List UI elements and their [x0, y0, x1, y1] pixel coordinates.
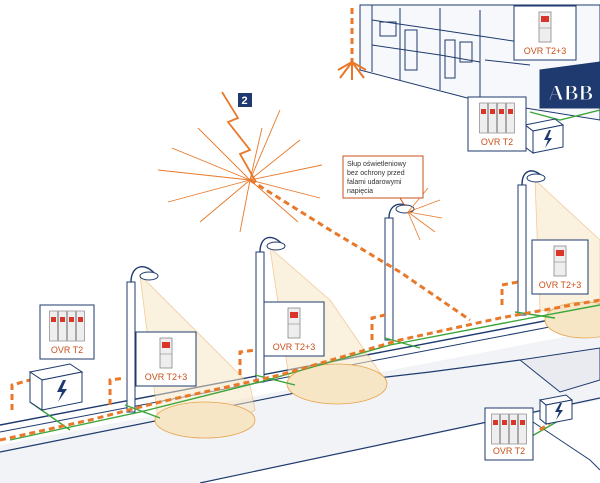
earthing-lines: [9, 109, 600, 441]
surge-arrester-module-icon: [287, 307, 301, 339]
lamp-post-4: [517, 170, 546, 316]
device-card: OVR T2: [39, 304, 95, 360]
junction-box-building: [523, 118, 565, 154]
device-label: OVR T2+3: [524, 46, 567, 56]
bolt-icon: [555, 403, 563, 420]
marker-badge: [238, 93, 252, 107]
building-logo: ABB: [548, 80, 594, 105]
device-card: OVR T2+3: [263, 301, 325, 357]
lamp-post-3-unprotected: [384, 203, 415, 341]
device-label: OVR T2: [51, 345, 83, 355]
surge-arrester-module-icon: [538, 11, 552, 43]
multi-pole-arrester-icon: [491, 413, 527, 445]
bolt-icon: [544, 130, 552, 148]
device-card: OVR T2: [484, 407, 534, 461]
junction-box-bottom: [538, 394, 574, 426]
device-label: OVR T2: [481, 137, 513, 147]
light-cones: [139, 179, 600, 439]
device-card: OVR T2+3: [513, 5, 577, 61]
road: [0, 330, 600, 483]
callout-line-3: falami udarowymi: [347, 179, 402, 186]
callout-line-4: napięcia: [347, 188, 373, 195]
device-card: OVR T2+3: [531, 239, 589, 295]
device-card: OVR T2+3: [135, 331, 197, 387]
callout: Słup oświetleniowy bez ochrony przed fal…: [342, 155, 424, 207]
device-label: OVR T2+3: [539, 280, 582, 290]
entry-ramp: [518, 347, 600, 393]
lightning-strike: [157, 91, 323, 233]
device-label: OVR T2+3: [145, 372, 188, 382]
lamp-burst: [407, 187, 443, 241]
multi-pole-arrester-icon: [479, 102, 515, 134]
lightning-bolt-icon: [221, 91, 257, 183]
marker-label: 2: [242, 95, 248, 107]
callout-line-2: bez ochrony przed: [347, 170, 405, 177]
ramp-steps: [529, 419, 600, 471]
surge-arrester-module-icon: [159, 337, 173, 369]
callout-line-1: Słup oświetleniowy: [347, 161, 407, 168]
surge-arrester-module-icon: [553, 245, 567, 277]
device-card: OVR T2: [467, 96, 527, 152]
earth-burst: [337, 61, 367, 80]
lamp-post-1: [126, 266, 159, 413]
device-label: OVR T2: [493, 446, 525, 456]
multi-pole-arrester-icon: [49, 310, 85, 342]
bolt-icon: [57, 380, 67, 402]
device-label: OVR T2+3: [273, 342, 316, 352]
junction-box-left: [28, 363, 84, 411]
